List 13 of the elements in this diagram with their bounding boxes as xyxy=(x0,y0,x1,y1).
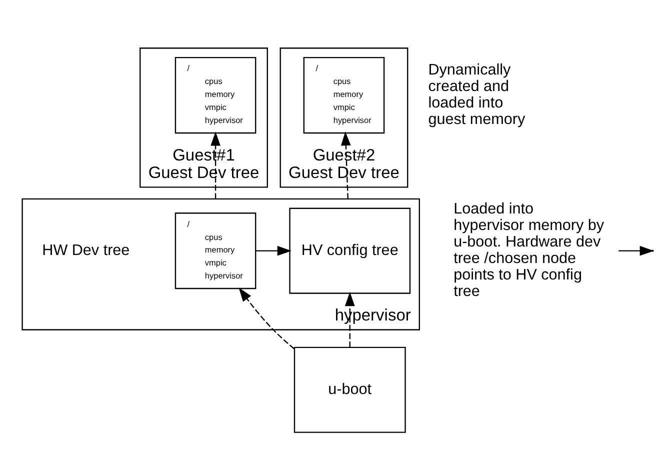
label: Dynamically created and loaded into guest memory xyxy=(428,61,526,128)
node-text: Loaded into hypervisor memory by u-boot. Hardware dev tree /chosen node points to HV config tree xyxy=(454,200,604,300)
node-box: / cpus memory vmpic hypervisor xyxy=(174,212,256,289)
node-label: HW Dev tree xyxy=(42,241,130,258)
arrow xyxy=(210,131,220,198)
arrow xyxy=(340,130,351,198)
arrow xyxy=(238,286,295,349)
node-box: u-boot xyxy=(294,346,406,432)
node-box: / cpus memory vmpic hypervisor xyxy=(303,56,385,134)
node-box: / cpus memory vmpic hypervisor xyxy=(174,56,256,134)
arrow xyxy=(256,245,292,256)
node-box: HV config tree xyxy=(289,207,411,294)
arrow xyxy=(344,291,355,347)
